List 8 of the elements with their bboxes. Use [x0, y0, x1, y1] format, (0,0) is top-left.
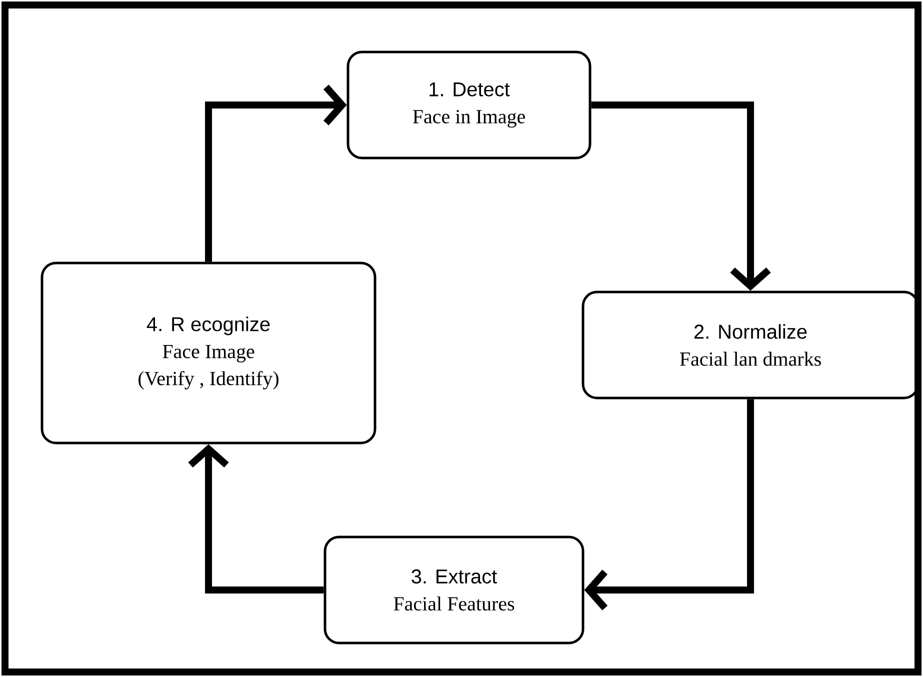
- arrow: [584, 399, 754, 610]
- process-box: 3. Extract Facial Features: [324, 536, 584, 644]
- arrow: [188, 444, 324, 594]
- arrow: [591, 102, 771, 291]
- arrow: [205, 84, 347, 262]
- process-box: 2. Normalize Facial lan dmarks: [582, 290, 920, 400]
- process-box: 1. Detect Face in Image: [346, 50, 592, 160]
- process-box: 4. R ecognize Face Image (Verify , Identify): [40, 262, 376, 444]
